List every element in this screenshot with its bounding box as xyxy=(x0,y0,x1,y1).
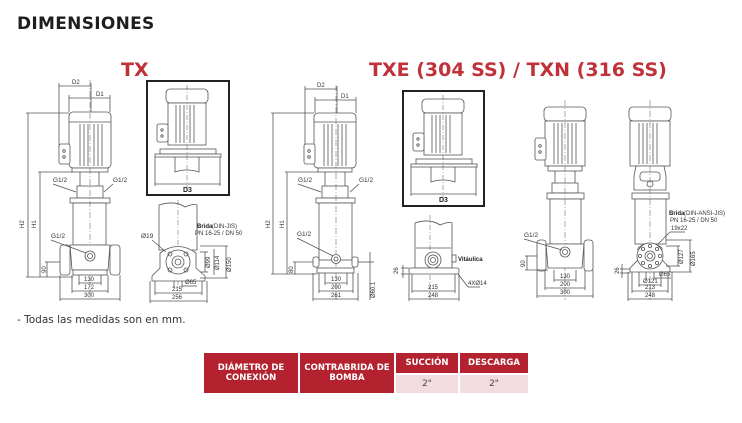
txe-d2-label: D2 xyxy=(317,83,325,89)
txn-g-bottom-label: G1/2 xyxy=(524,232,538,239)
value-succion: 2" xyxy=(396,374,458,393)
txe-vitaulica-label: Vitáulica xyxy=(458,257,483,263)
txe-side-26: 26 xyxy=(394,267,400,274)
tx-dim-300: 300 xyxy=(84,293,95,299)
header-descarga: DESCARGA xyxy=(460,353,528,373)
tx-d1-label: D1 xyxy=(96,92,104,98)
tx-dim-172: 172 xyxy=(84,285,95,291)
connection-table: DIÁMETRO DE CONEXIÓN CONTRABRIDA DE BOMB… xyxy=(202,351,530,395)
txe-d3-label: D3 xyxy=(439,197,448,204)
tx-h2-label: H2 xyxy=(20,220,26,228)
txe-dim-261: 261 xyxy=(331,293,342,299)
tx-side-215: 215 xyxy=(172,287,183,293)
header-succion: SUCCIÓN xyxy=(396,353,458,373)
model-title-txe-txn: TXE (304 SS) / TXN (316 SS) xyxy=(369,59,667,81)
tx-g-bottom-label: G1/2 xyxy=(51,233,65,240)
txn-side-d165: Ø165 xyxy=(691,251,697,266)
tx-side-d65: Ø65 xyxy=(185,280,197,286)
txe-side-248: 248 xyxy=(428,293,439,299)
tx-flange-spec: PN 16-25 / DN 50 xyxy=(195,231,243,237)
tx-side-d150: Ø150 xyxy=(227,257,233,272)
txe-h1-label: H1 xyxy=(280,220,286,228)
tx-side-d19: Ø19 xyxy=(141,233,154,240)
txn-front-drawing: G1/2 90 130 200 300 xyxy=(521,100,594,300)
tx-flange-title: Brida xyxy=(197,224,213,230)
txn-dim-200: 200 xyxy=(560,282,571,288)
tx-detail-box: D3 xyxy=(146,80,230,196)
txn-flange-title: Brida xyxy=(669,211,685,217)
tx-side-d99: Ø99 xyxy=(206,256,212,268)
tx-dim-130: 130 xyxy=(84,277,95,283)
txn-side-d65: Ø65 xyxy=(659,272,671,278)
txe-dim-200: 200 xyxy=(331,285,342,291)
tx-dim-90: 90 xyxy=(42,266,48,273)
tx-g-right-label: G1/2 xyxy=(113,177,127,184)
value-descarga: 2" xyxy=(460,374,528,393)
tx-d2-label: D2 xyxy=(72,80,80,86)
txe-dim-80: 80 xyxy=(289,266,295,273)
txn-side-26: 26 xyxy=(615,267,621,274)
txn-side-213: 213 xyxy=(645,285,656,291)
txe-g-left-label: G1/2 xyxy=(298,177,312,184)
txe-side-215: 215 xyxy=(428,285,439,291)
tx-g-left-label: G1/2 xyxy=(53,177,67,184)
txe-dim-d60: Ø60.1 xyxy=(371,281,377,298)
tx-flange-std: (DIN-JIS) xyxy=(212,224,237,230)
txn-side-248: 248 xyxy=(645,293,656,299)
tx-d3-label: D3 xyxy=(183,187,192,194)
txn-side-d121: Ø121 xyxy=(643,279,658,285)
txn-side-holes: 19x22 xyxy=(671,226,688,232)
measurement-note: - Todas las medidas son en mm. xyxy=(17,314,186,326)
txn-flange-std: (DIN-ANSI-JIS) xyxy=(684,211,725,217)
txe-side-holes: 4XØ14 xyxy=(468,281,487,287)
txe-h2-label: H2 xyxy=(266,220,272,228)
txe-g-bottom-label: G1/2 xyxy=(297,231,311,238)
header-diametro-conexion: DIÁMETRO DE CONEXIÓN xyxy=(204,353,298,393)
txn-side-d127: Ø127 xyxy=(679,249,685,264)
model-title-tx: TX xyxy=(121,59,149,81)
txe-d1-label: D1 xyxy=(341,94,349,100)
txe-front-drawing: D2 D1 H2 H1 80 G1/2 G1/2 G1/2 Ø60.1 130 xyxy=(266,83,377,301)
tx-side-drawing: Ø19 Brida (DIN-JIS) PN 16-25 / DN 50 Ø99… xyxy=(141,200,243,303)
txe-dim-130: 130 xyxy=(331,277,342,283)
txn-dim-130: 130 xyxy=(560,274,571,280)
tx-side-d114: Ø114 xyxy=(215,255,221,270)
txn-dim-300: 300 xyxy=(560,290,571,296)
txn-dim-90: 90 xyxy=(521,260,527,267)
page-title: DIMENSIONES xyxy=(17,14,155,34)
txn-flange-spec: PN 16-25 / DN 50 xyxy=(670,218,718,224)
tx-front-drawing: D2 D1 H2 H1 90 G1/2 G1/2 xyxy=(20,80,127,301)
tx-side-256: 256 xyxy=(172,295,183,301)
txn-side-drawing: Brida (DIN-ANSI-JIS) PN 16-25 / DN 50 19… xyxy=(615,100,725,301)
txe-detail-box: D3 xyxy=(402,90,485,207)
tx-h1-label: H1 xyxy=(32,220,38,228)
header-contrabrida-bomba: CONTRABRIDA DE BOMBA xyxy=(300,353,394,393)
txe-side-drawing: Vitáulica 26 4XØ14 215 248 xyxy=(394,215,487,301)
txe-g-right-label: G1/2 xyxy=(359,177,373,184)
